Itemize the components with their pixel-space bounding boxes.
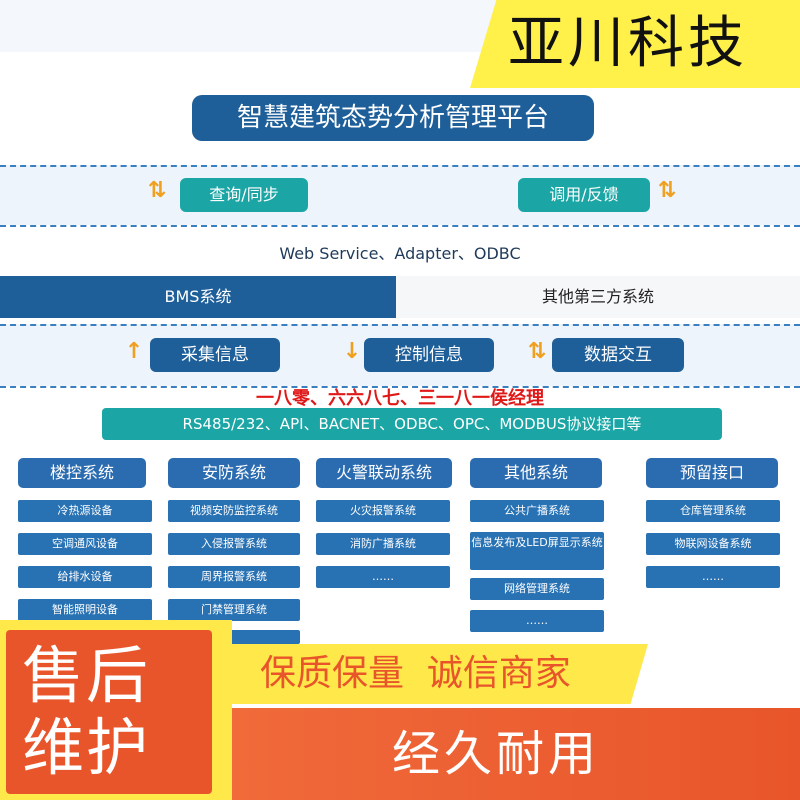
brand-banner xyxy=(470,0,800,88)
service-text: 售后维护 xyxy=(22,639,151,784)
list-item: 智能照明设备 xyxy=(18,599,152,621)
list-item: 消防广播系统 xyxy=(316,533,450,555)
bms-system-bar: BMS系统 xyxy=(0,276,396,318)
column-title: 火警联动系统 xyxy=(316,458,452,488)
list-item: 火灾报警系统 xyxy=(316,500,450,522)
list-item: …… xyxy=(646,566,780,588)
column-title: 楼控系统 xyxy=(18,458,146,488)
divider-dashed xyxy=(0,165,800,167)
collect-info-box: 采集信息 xyxy=(150,338,280,372)
contact-phone: 一八零、六六八七、三一八一侯经理 xyxy=(256,388,544,409)
up-down-arrow-icon: ⇅ xyxy=(147,178,167,203)
third-party-system-bar: 其他第三方系统 xyxy=(396,276,800,318)
durable-text: 经久耐用 xyxy=(392,726,601,782)
down-arrow-icon: ↓ xyxy=(342,339,362,364)
list-item: …… xyxy=(316,566,450,588)
up-down-arrow-icon: ⇅ xyxy=(657,178,677,203)
sync-band xyxy=(0,165,800,225)
list-item: 仓库管理系统 xyxy=(646,500,780,522)
divider-dashed xyxy=(0,225,800,227)
up-down-arrow-icon: ⇅ xyxy=(527,339,547,364)
divider-dashed xyxy=(0,324,800,326)
protocols-bottom-bar: RS485/232、API、BACNET、ODBC、OPC、MODBUS协议接口… xyxy=(102,408,722,440)
list-item: 信息发布及LED屏显示系统 xyxy=(470,532,604,570)
call-feedback-box: 调用/反馈 xyxy=(518,178,650,212)
list-item: 物联网设备系统 xyxy=(646,533,780,555)
list-item: …… xyxy=(470,610,604,632)
divider-dashed xyxy=(0,386,800,388)
query-sync-box: 查询/同步 xyxy=(180,178,308,212)
quality-banner xyxy=(212,644,648,704)
platform-title: 智慧建筑态势分析管理平台 xyxy=(192,95,594,141)
column-title: 安防系统 xyxy=(168,458,300,488)
list-item: 空调通风设备 xyxy=(18,533,152,555)
control-info-box: 控制信息 xyxy=(364,338,494,372)
list-item: 网络管理系统 xyxy=(470,578,604,600)
brand-name: 亚川科技 xyxy=(508,11,748,76)
quality-text: 保质保量 诚信商家 xyxy=(260,653,571,694)
service-badge xyxy=(6,630,212,794)
list-item: 公共广播系统 xyxy=(470,500,604,522)
list-item: 给排水设备 xyxy=(18,566,152,588)
column-title: 其他系统 xyxy=(470,458,602,488)
list-item: 门禁管理系统 xyxy=(168,599,300,621)
column-title: 预留接口 xyxy=(646,458,778,488)
list-item: 周界报警系统 xyxy=(168,566,300,588)
list-item: 入侵报警系统 xyxy=(168,533,300,555)
list-item: 视频安防监控系统 xyxy=(168,500,300,522)
list-item: 冷热源设备 xyxy=(18,500,152,522)
up-arrow-icon: ↑ xyxy=(124,339,144,364)
protocols-top: Web Service、Adapter、ODBC xyxy=(279,244,521,263)
data-exchange-box: 数据交互 xyxy=(552,338,684,372)
durable-banner xyxy=(232,708,800,800)
